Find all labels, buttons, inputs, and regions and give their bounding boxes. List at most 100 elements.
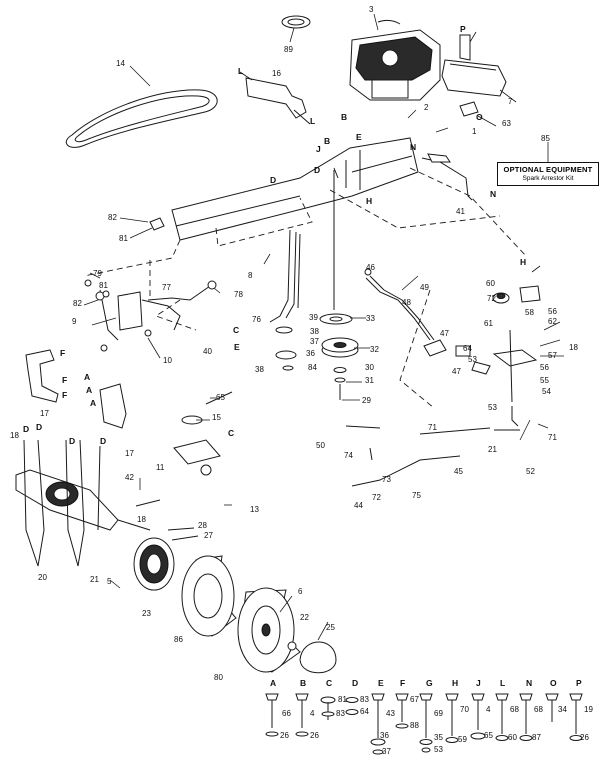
- svg-text:8: 8: [248, 271, 253, 280]
- svg-text:32: 32: [370, 345, 379, 354]
- svg-text:16: 16: [272, 69, 281, 78]
- svg-text:57: 57: [548, 351, 557, 360]
- svg-text:4: 4: [310, 709, 315, 718]
- svg-text:45: 45: [454, 467, 463, 476]
- svg-text:J: J: [476, 678, 481, 688]
- svg-text:46: 46: [366, 263, 375, 272]
- svg-text:60: 60: [486, 279, 495, 288]
- svg-text:L: L: [310, 116, 315, 126]
- svg-text:G: G: [426, 678, 433, 688]
- svg-text:14: 14: [116, 59, 125, 68]
- svg-text:59: 59: [458, 735, 467, 744]
- svg-text:28: 28: [198, 521, 207, 530]
- svg-text:82: 82: [73, 299, 82, 308]
- svg-text:25: 25: [326, 623, 335, 632]
- svg-text:N: N: [490, 189, 496, 199]
- svg-text:84: 84: [308, 363, 317, 372]
- svg-text:J: J: [316, 144, 321, 154]
- svg-text:B: B: [324, 136, 330, 146]
- svg-text:31: 31: [365, 376, 374, 385]
- svg-text:N: N: [410, 142, 416, 152]
- svg-text:2: 2: [424, 103, 429, 112]
- svg-text:38: 38: [255, 365, 264, 374]
- part-labels: 14 89 3 7 63 16 2 1 85 41 82 81 79 81 82…: [10, 5, 578, 682]
- svg-text:33: 33: [366, 314, 375, 323]
- legend-col-j: J 465: [470, 678, 493, 740]
- svg-text:71: 71: [548, 433, 557, 442]
- axle-brackets: [25, 349, 127, 429]
- svg-text:47: 47: [452, 367, 461, 376]
- svg-text:89: 89: [284, 45, 293, 54]
- svg-text:56: 56: [540, 363, 549, 372]
- svg-text:62: 62: [548, 317, 557, 326]
- muffler: [441, 34, 507, 117]
- svg-text:83: 83: [336, 709, 345, 718]
- svg-text:48: 48: [402, 298, 411, 307]
- svg-text:O: O: [476, 112, 483, 122]
- shift-linkage: [84, 217, 217, 352]
- svg-text:H: H: [452, 678, 458, 688]
- legend-col-b: B 4 26: [295, 678, 319, 740]
- right-linkage: [492, 285, 541, 403]
- svg-text:23: 23: [142, 609, 151, 618]
- svg-text:D: D: [270, 175, 276, 185]
- svg-text:27: 27: [204, 531, 213, 540]
- svg-text:44: 44: [354, 501, 363, 510]
- svg-text:D: D: [314, 165, 320, 175]
- engine-bracket: [239, 71, 311, 125]
- svg-text:88: 88: [410, 721, 419, 730]
- svg-text:81: 81: [338, 695, 347, 704]
- svg-text:65: 65: [216, 393, 225, 402]
- svg-text:64: 64: [360, 707, 369, 716]
- svg-text:26: 26: [580, 733, 589, 742]
- svg-text:68: 68: [534, 705, 543, 714]
- rear-wheel-assembly: [133, 537, 337, 674]
- svg-text:36: 36: [380, 731, 389, 740]
- svg-text:A: A: [84, 372, 90, 382]
- svg-text:H: H: [520, 257, 526, 267]
- svg-text:26: 26: [310, 731, 319, 740]
- svg-text:L: L: [500, 678, 505, 688]
- svg-text:55: 55: [540, 376, 549, 385]
- svg-text:87: 87: [532, 733, 541, 742]
- svg-text:A: A: [270, 678, 276, 688]
- svg-text:39: 39: [309, 313, 318, 322]
- svg-text:36: 36: [306, 349, 315, 358]
- svg-text:D: D: [100, 436, 106, 446]
- svg-text:19: 19: [584, 705, 593, 714]
- svg-text:70: 70: [460, 705, 469, 714]
- svg-text:1: 1: [472, 127, 477, 136]
- legend-col-o: O 34: [545, 678, 567, 722]
- svg-text:53: 53: [468, 355, 477, 364]
- leader-lines: [83, 13, 564, 641]
- svg-text:D: D: [69, 436, 75, 446]
- svg-text:P: P: [460, 24, 466, 34]
- svg-text:41: 41: [456, 207, 465, 216]
- svg-text:13: 13: [250, 505, 259, 514]
- brake-linkage: [364, 153, 491, 375]
- svg-text:81: 81: [119, 234, 128, 243]
- svg-text:38: 38: [310, 327, 319, 336]
- svg-text:85: 85: [541, 134, 550, 143]
- svg-text:75: 75: [412, 491, 421, 500]
- svg-text:82: 82: [108, 213, 117, 222]
- svg-text:79: 79: [93, 269, 102, 278]
- svg-text:29: 29: [362, 396, 371, 405]
- loose-hardware: [135, 391, 520, 541]
- svg-text:F: F: [400, 678, 405, 688]
- svg-text:54: 54: [542, 387, 551, 396]
- svg-text:80: 80: [214, 673, 223, 682]
- svg-text:B: B: [300, 678, 306, 688]
- svg-text:53: 53: [488, 403, 497, 412]
- svg-text:22: 22: [300, 613, 309, 622]
- svg-text:4: 4: [486, 705, 491, 714]
- svg-text:81: 81: [99, 281, 108, 290]
- svg-text:P: P: [576, 678, 582, 688]
- svg-text:63: 63: [502, 119, 511, 128]
- control-cables: [99, 150, 361, 341]
- svg-text:9: 9: [72, 317, 77, 326]
